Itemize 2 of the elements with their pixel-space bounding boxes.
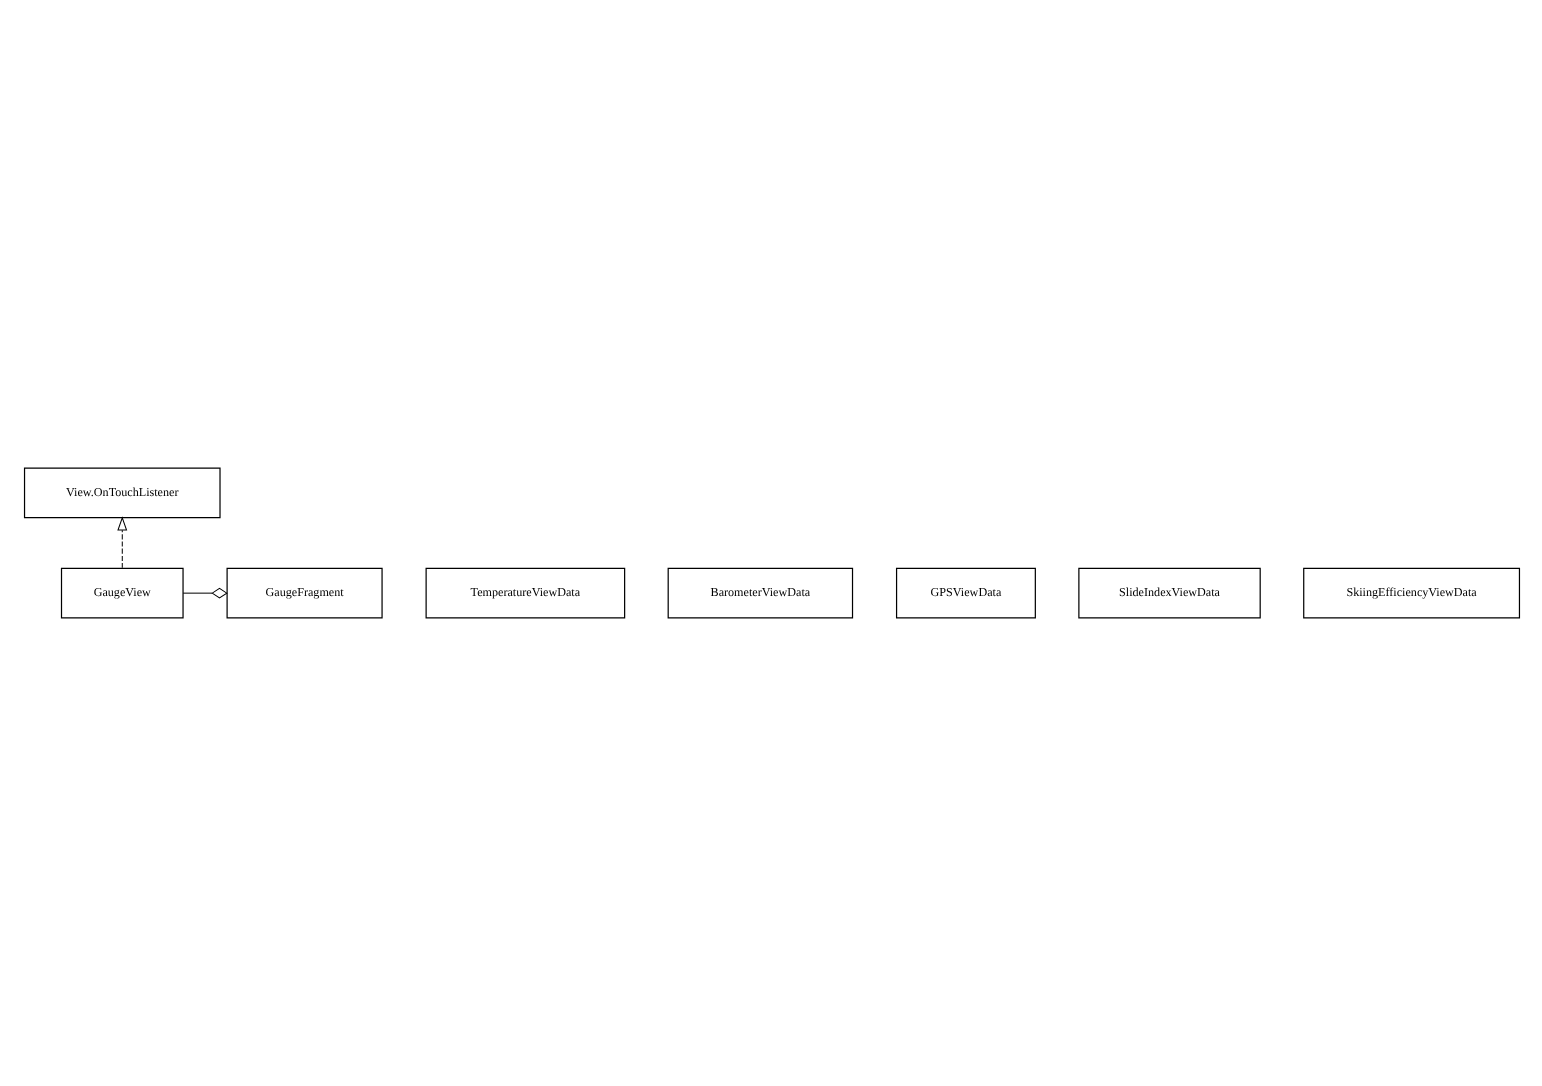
connector [181, 587, 227, 599]
arrow [116, 516, 127, 569]
